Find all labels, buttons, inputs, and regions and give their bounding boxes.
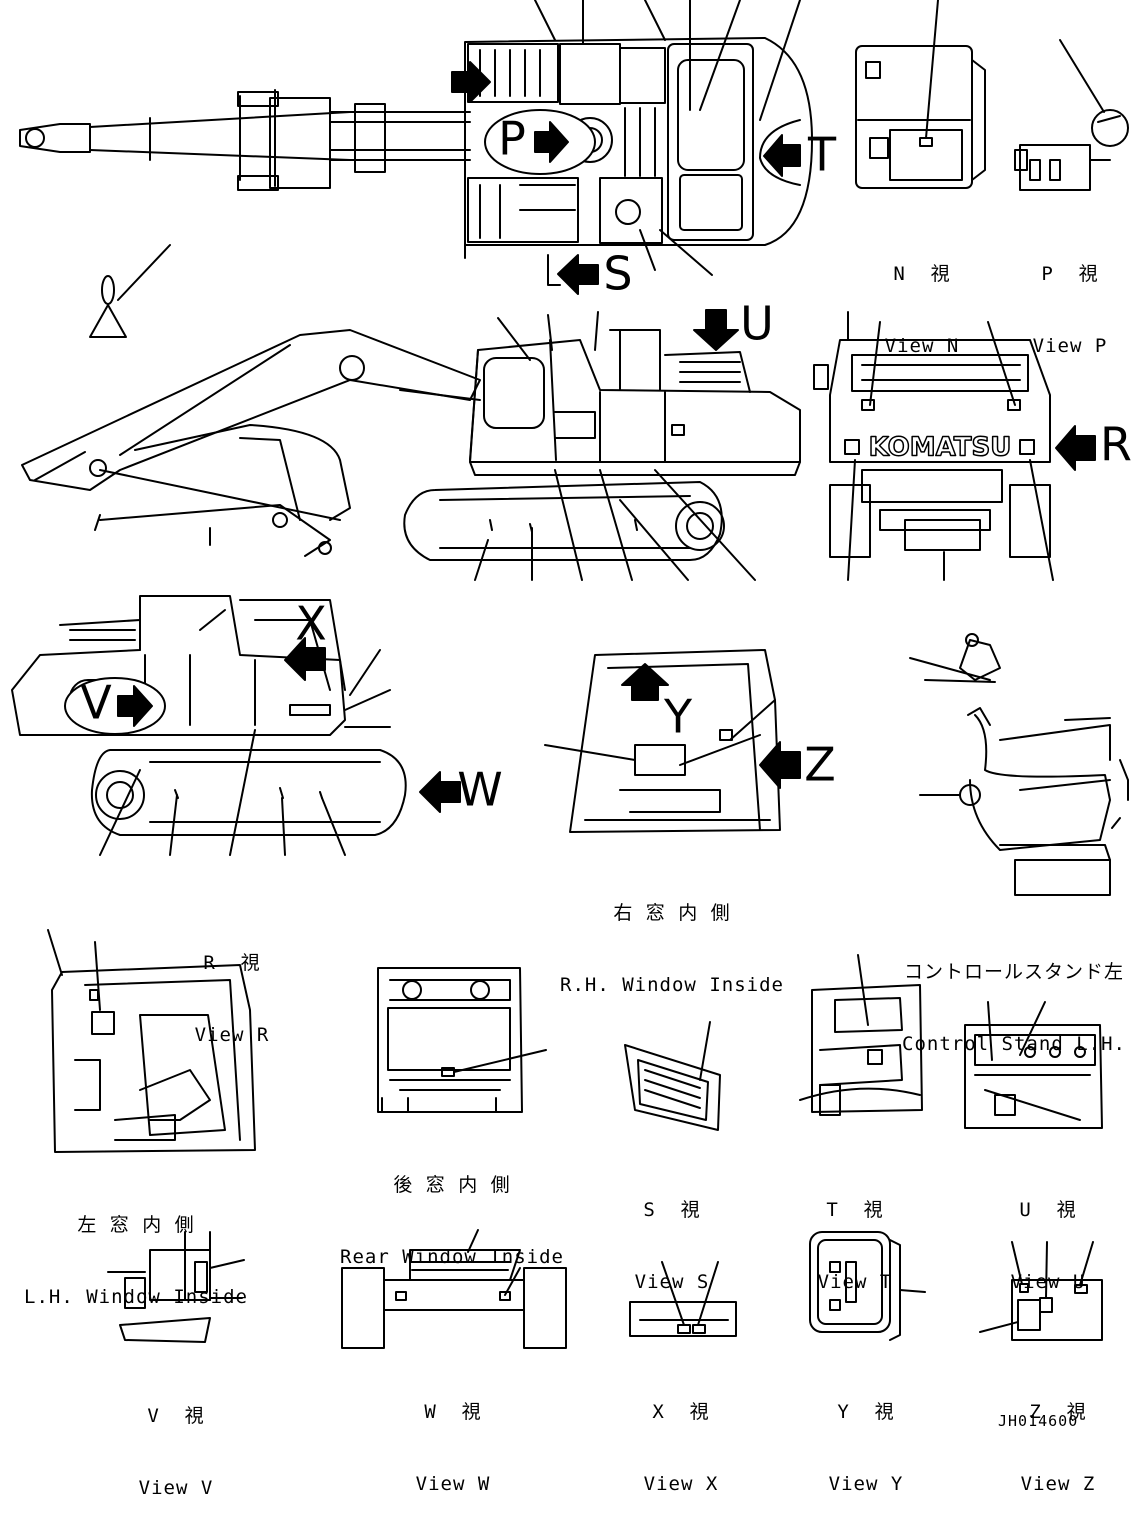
view-n-jp: N 視: [893, 263, 951, 285]
view-r-drawing: [813, 311, 1096, 581]
rh-window-inside-en: R.H. Window Inside: [560, 974, 784, 996]
letter-z: Z: [804, 738, 836, 792]
view-v-label: V 視 View V: [139, 1356, 214, 1524]
view-w-jp: W 視: [424, 1401, 482, 1423]
letter-x: X: [295, 597, 327, 651]
view-x-drawing: [629, 1261, 737, 1337]
right-side-view-excavator: [11, 595, 461, 856]
view-v-en: View V: [138, 1477, 214, 1499]
view-p-drawing: [1014, 39, 1129, 191]
view-s-label: S 視 View S: [635, 1150, 710, 1318]
view-z-en: View Z: [1020, 1473, 1096, 1495]
rear-window-inside-en: Rear Window Inside: [340, 1246, 564, 1268]
view-t-drawing: [799, 954, 923, 1116]
letter-v: V: [80, 676, 112, 730]
decal-placement-drawing: N P T S: [11, 0, 1132, 1349]
lh-window-inside-jp: 左 窓 内 側: [77, 1214, 195, 1236]
view-z-jp: Z 視: [1029, 1401, 1087, 1423]
rh-window-inside-drawing: [544, 649, 801, 833]
view-s-drawing: [624, 1021, 721, 1131]
view-r-label: R 視 View R: [195, 903, 270, 1071]
letter-y: Y: [663, 690, 693, 744]
view-n-drawing: [855, 0, 986, 189]
view-u-jp: U 視: [1019, 1199, 1077, 1221]
rh-window-inside-jp: 右 窓 内 側: [613, 902, 731, 924]
rear-window-inside-jp: 後 窓 内 側: [393, 1174, 511, 1196]
lifting-symbol-icon: [89, 244, 171, 338]
rear-window-inside-drawing: [377, 967, 547, 1113]
view-u-en: View U: [1010, 1271, 1086, 1293]
letter-p: P: [498, 112, 526, 166]
view-z-label: Z 視 View Z: [1021, 1352, 1096, 1520]
view-t-en: View T: [817, 1271, 893, 1293]
komatsu-logo: KOMATSU: [869, 433, 1012, 463]
lh-window-inside-en: L.H. Window Inside: [24, 1286, 248, 1308]
view-n-label: N 視 View N: [885, 214, 960, 382]
letter-r: R: [1100, 418, 1132, 472]
view-p-en: View P: [1032, 335, 1108, 357]
view-x-label: X 視 View X: [644, 1352, 719, 1520]
control-stand-lh-jp: コントロールスタンド左: [903, 961, 1124, 983]
view-u-drawing: [964, 1001, 1103, 1129]
control-stand-lh-drawing: [909, 633, 1129, 896]
letter-t: T: [807, 128, 837, 182]
control-stand-lh-en: Control Stand L.H.: [902, 1033, 1126, 1055]
lh-window-inside-label: 左 窓 内 側 L.H. Window Inside: [24, 1165, 248, 1333]
control-stand-lh-label: コントロールスタンド左 Control Stand L.H.: [902, 912, 1126, 1080]
view-w-drawing: [341, 1229, 567, 1349]
letter-u: U: [740, 297, 774, 351]
lh-window-inside-drawing: [47, 929, 256, 1153]
letter-s: S: [603, 247, 632, 301]
view-z-drawing: [979, 1241, 1103, 1341]
letter-w: W: [457, 763, 502, 817]
view-y-drawing: [809, 1231, 926, 1341]
rh-window-inside-label: 右 窓 内 側 R.H. Window Inside: [560, 853, 784, 1021]
view-n-en: View N: [884, 335, 960, 357]
view-w-label: W 視 View W: [416, 1352, 491, 1520]
view-p-label: P 視 View P: [1033, 214, 1108, 382]
view-t-label: T 視 View T: [818, 1150, 893, 1318]
rear-window-inside-label: 後 窓 内 側 Rear Window Inside: [340, 1125, 564, 1293]
view-u-label: U 視 View U: [1011, 1150, 1086, 1318]
view-t-jp: T 視: [826, 1199, 884, 1221]
view-r-jp: R 視: [203, 952, 261, 974]
view-y-label: Y 視 View Y: [829, 1352, 904, 1520]
view-y-en: View Y: [828, 1473, 904, 1495]
view-p-jp: P 視: [1041, 263, 1099, 285]
view-s-en: View S: [634, 1271, 710, 1293]
view-y-jp: Y 視: [837, 1401, 895, 1423]
top-plan-view: [19, 0, 813, 295]
view-r-en: View R: [194, 1024, 270, 1046]
view-x-jp: X 視: [652, 1401, 710, 1423]
view-w-en: View W: [415, 1473, 491, 1495]
view-v-drawing: [107, 1231, 245, 1343]
view-x-en: View X: [643, 1473, 719, 1495]
side-view-excavator: [21, 309, 801, 581]
view-s-jp: S 視: [643, 1199, 701, 1221]
drawing-code: JH014600: [998, 1412, 1079, 1430]
view-v-jp: V 視: [147, 1405, 205, 1427]
